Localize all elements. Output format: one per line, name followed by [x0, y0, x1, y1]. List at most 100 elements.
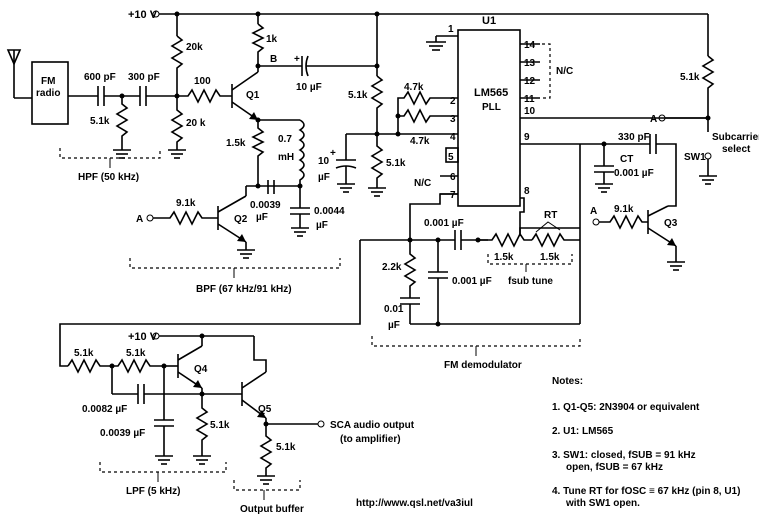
- c-10uf-pll-label-2: µF: [318, 172, 330, 183]
- r-1k5-label: 1.5k: [226, 138, 246, 149]
- node-a-label-sub: A: [650, 114, 657, 125]
- c-0001-ct-label: 0.001 µF: [614, 168, 654, 179]
- subcarrier-select-label-2: select: [722, 144, 751, 155]
- fm-demodulator-network: 0.001 µF RT 1.5k 1.5k fsub tune 2.2k 0.0…: [360, 144, 581, 371]
- r-2k2-label: 2.2k: [382, 262, 402, 273]
- note-3b: open, fSUB = 67 kHz: [566, 462, 663, 473]
- bpf-label: BPF (67 kHz/91 kHz): [196, 284, 292, 295]
- r-5k1-lpf-b-label: 5.1k: [126, 348, 146, 359]
- sw1-label: SW1: [684, 152, 706, 163]
- node-b-label: B: [270, 54, 277, 65]
- c-0001-b-label: 0.001 µF: [452, 276, 492, 287]
- fm-radio-label-2: radio: [36, 88, 60, 99]
- c-10uf-pll-label-1: 10: [318, 156, 330, 167]
- output-buffer-label: Output buffer: [240, 504, 304, 515]
- note-4b: with SW1 open.: [565, 498, 640, 509]
- ground-icon: [368, 187, 386, 197]
- r-100-label: 100: [194, 76, 211, 87]
- subcarrier-select: 5.1k A Subcarrier select SW1 330 pF CT 0: [590, 14, 759, 271]
- node-a-label-q3: A: [590, 206, 597, 217]
- ic-u1: U1 LM565 PLL 1 2 3 4 5 6 N/C 7 14 13 12 …: [414, 15, 708, 236]
- supply-label-top: +10 V: [128, 9, 158, 21]
- q1-label: Q1: [246, 90, 260, 101]
- pll-input-network: 5.1k 4.7k 4.7k 5.1k + 10 µF: [318, 14, 440, 197]
- c-00039-label: 0.0039 µF: [100, 428, 145, 439]
- note-2: 2. U1: LM565: [552, 426, 614, 437]
- node-a-label-q2: A: [136, 214, 143, 225]
- r-9k1-q2-label: 9.1k: [176, 198, 196, 209]
- transistor-q4-icon: [177, 345, 203, 389]
- pin-left-4: 4: [450, 132, 456, 143]
- c-0044-label-1: 0.0044: [314, 206, 345, 217]
- c-00082-label: 0.0082 µF: [82, 404, 127, 415]
- output-label-2: (to amplifier): [340, 434, 401, 445]
- q1-stage: 20k 20 k 100 Q1 1k B + 10 µF: [168, 14, 377, 237]
- nc-left-label: N/C: [414, 178, 431, 189]
- ground-icon: [595, 183, 613, 193]
- note-4a: 4. Tune RT for fOSC ≡ 67 kHz (pin 8, U1): [552, 486, 740, 497]
- pin-right-13: 13: [524, 58, 536, 69]
- pin-left-5: 5: [448, 152, 454, 163]
- note-3a: 3. SW1: closed, fSUB = 91 kHz: [552, 450, 696, 461]
- notes-block: Notes: 1. Q1-Q5: 2N3904 or equivalent 2.…: [552, 376, 740, 509]
- r-1k5-a-label: 1.5k: [494, 252, 514, 263]
- cap-plus-pll: +: [330, 148, 336, 159]
- r-5k1-q4-label: 5.1k: [210, 420, 230, 431]
- c-0039-label-1: 0.0039: [250, 200, 281, 211]
- r-5k1-pll-label: 5.1k: [348, 90, 368, 101]
- c-0039-label-2: µF: [256, 212, 268, 223]
- ground-icon: [337, 183, 355, 193]
- c-600pf-label: 600 pF: [84, 72, 116, 83]
- pin-left-1: 1: [448, 24, 454, 35]
- q3-label: Q3: [664, 218, 678, 229]
- fm-radio-label-1: FM: [41, 76, 55, 87]
- ground-icon: [667, 261, 685, 271]
- ct-label: CT: [620, 154, 633, 165]
- q5-label: Q5: [258, 404, 272, 415]
- transistor-q1-icon: [231, 71, 259, 121]
- pin-right-9: 9: [524, 132, 530, 143]
- r-20k-bot-label: 20 k: [186, 118, 206, 129]
- notes-title: Notes:: [552, 376, 583, 387]
- r-9k1-q3-label: 9.1k: [614, 204, 634, 215]
- r-4k7-a-label: 4.7k: [404, 82, 424, 93]
- nc-right-label: N/C: [556, 66, 573, 77]
- q2-stage: A 9.1k Q2 BPF (67 kHz/91 kHz): [129, 186, 341, 295]
- ground-icon: [699, 175, 717, 185]
- cap-plus-label: +: [294, 54, 300, 65]
- ic-name-label: LM565: [474, 87, 508, 99]
- ground-icon: [291, 227, 309, 237]
- transistor-q3-icon: [647, 205, 677, 247]
- r-1k5-b-label: 1.5k: [540, 252, 560, 263]
- pin-left-2: 2: [450, 96, 456, 107]
- r-5k1-hpf-label: 5.1k: [90, 116, 110, 127]
- transistor-q5-icon: [241, 371, 267, 419]
- ground-icon: [155, 455, 173, 465]
- pin-left-3: 3: [450, 114, 456, 125]
- c-300pf-label: 300 pF: [128, 72, 160, 83]
- ground-icon: [257, 475, 275, 485]
- pin-right-14: 14: [524, 40, 536, 51]
- r-5k1-lpf-a-label: 5.1k: [74, 348, 94, 359]
- c-0001-a-label: 0.001 µF: [424, 218, 464, 229]
- ground-icon: [113, 149, 131, 159]
- antenna-icon: [6, 49, 32, 99]
- c-001-label-1: 0.01: [384, 304, 404, 315]
- c-330-label: 330 pF: [618, 132, 650, 143]
- c-0044-label-2: µF: [316, 220, 328, 231]
- ground-icon: [168, 149, 186, 159]
- transistor-q2-icon: [217, 195, 247, 243]
- output-label-1: SCA audio output: [330, 420, 415, 431]
- supply-rail-top: +10 V: [128, 9, 708, 21]
- lpf-output-section: +10 V 5.1k 5.1k 0.0082 µF 0.0039 µF: [59, 240, 415, 515]
- fm-demod-label: FM demodulator: [444, 360, 522, 371]
- c-001-label-2: µF: [388, 320, 400, 331]
- ic-ref-label: U1: [482, 15, 496, 27]
- hpf-section: 600 pF 300 pF 5.1k HPF (50 kHz): [59, 72, 177, 183]
- q4-label: Q4: [194, 364, 208, 375]
- pin-right-8: 8: [524, 186, 530, 197]
- source-url: http://www.qsl.net/va3iul: [356, 498, 473, 509]
- pin-left-6: 6: [450, 172, 456, 183]
- ground-icon: [193, 455, 211, 465]
